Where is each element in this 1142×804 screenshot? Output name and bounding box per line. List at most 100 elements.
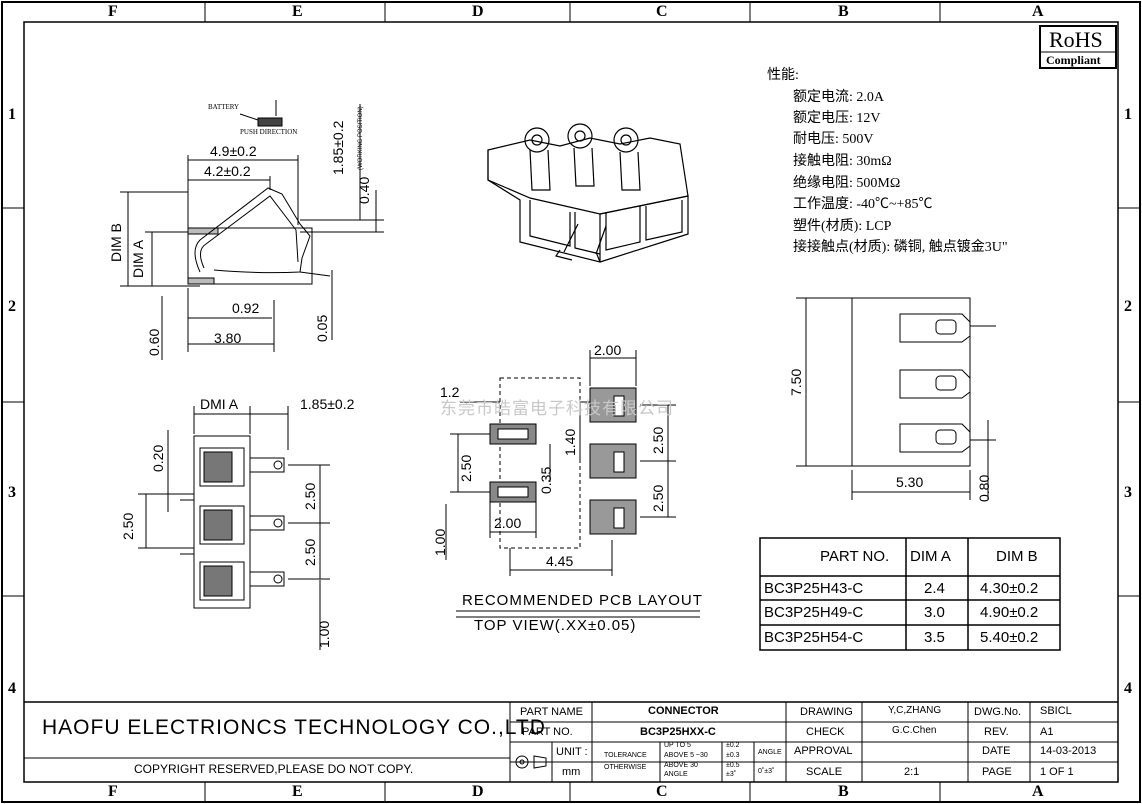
dim-label: 5.30 [896, 474, 924, 490]
spec-item: 额定电流: 2.0A [793, 90, 884, 105]
date-value: 14-03-2013 [1040, 745, 1097, 757]
table-header: DIM B [996, 548, 1038, 565]
dim-label: 4.2±0.2 [204, 163, 251, 179]
part-no-value: BC3P25HXX-C [640, 726, 716, 738]
check-value: G.C.Chen [892, 725, 937, 736]
dwg-no-label: DWG.No. [974, 706, 1022, 718]
dim-label: DMI A [200, 396, 239, 412]
table-header: DIM A [910, 548, 951, 565]
zone-col-f-bottom: F [108, 783, 118, 800]
zone-col-a-bottom: A [1032, 783, 1044, 800]
check-label: CHECK [806, 726, 845, 738]
zone-col-b-bottom: B [838, 783, 849, 800]
zone-row-3-right: 3 [1124, 484, 1132, 501]
dim-label: 1.40 [562, 428, 578, 456]
table-cell: 3.0 [924, 604, 945, 621]
rohs-compliant: Compliant [1046, 53, 1101, 67]
table-cell: 5.40±0.2 [980, 629, 1039, 646]
push-direction-label: PUSH DIRECTION [240, 128, 298, 136]
rohs-box [1039, 25, 1117, 69]
unit-value: mm [562, 766, 581, 778]
tol-range: UP TO 5 [664, 742, 691, 749]
spec-item: 额定电压: 12V [793, 111, 881, 126]
zone-col-e-bottom: E [292, 783, 303, 800]
dim-label: DIM B [108, 223, 124, 262]
tol-value: ±0.3 [726, 752, 740, 759]
table-cell: BC3P25H54-C [764, 629, 864, 646]
pcb-caption: RECOMMENDED PCB LAYOUT [462, 592, 703, 609]
dim-label: 2.00 [494, 515, 522, 531]
dwg-no-value: SBICL [1040, 705, 1072, 717]
dim-label: 2.50 [650, 484, 666, 512]
rev-value: A1 [1040, 726, 1054, 738]
parts-table [759, 537, 1061, 651]
watermark-text: 东莞市皓富电子科技有限公司 [440, 399, 674, 418]
spec-item: 绝缘电阻: 500MΩ [793, 176, 901, 191]
dim-label: 2.50 [302, 538, 318, 566]
zone-col-b: B [838, 3, 849, 20]
part-name-value: CONNECTOR [648, 705, 719, 717]
dim-label: 0.05 [314, 314, 330, 342]
drawing-value: Y,C,ZHANG [888, 705, 942, 716]
tolerance-label: TOLERANCE [604, 752, 647, 759]
tol-value: ±0.2 [726, 742, 740, 749]
table-cell: 3.5 [924, 629, 945, 646]
scale-value: 2:1 [904, 766, 920, 778]
isometric-view [487, 123, 689, 263]
zone-row-4: 4 [8, 680, 16, 697]
unit-label: UNIT : [556, 746, 588, 758]
dim-label: 0.92 [232, 300, 260, 316]
working-position-label: (WORKING POSITION) [358, 106, 364, 170]
dim-label: 1.85±0.2 [330, 120, 346, 175]
copyright-notice: COPYRIGHT RESERVED,PLEASE DO NOT COPY. [134, 762, 414, 776]
spec-item: 工作温度: -40℃~+85℃ [793, 197, 933, 212]
dim-label: 1.00 [316, 620, 332, 648]
zone-col-c: C [656, 3, 668, 20]
tol-value: ±3˚ [726, 771, 737, 778]
dim-label: 0.20 [150, 444, 166, 472]
dim-label: 1.00 [432, 528, 448, 556]
part-no-label: PART NO. [522, 726, 573, 738]
rev-label: REV. [984, 726, 1009, 738]
zone-row-2-right: 2 [1124, 298, 1132, 315]
dim-label: 2.50 [302, 482, 318, 510]
dim-label: 2.00 [594, 342, 622, 358]
table-header: PART NO. [820, 548, 890, 565]
angle-value: 0˚±3˚ [758, 768, 775, 775]
zone-row-2: 2 [8, 298, 16, 315]
dim-label: 4.9±0.2 [210, 143, 257, 159]
page-value: 1 OF 1 [1040, 766, 1074, 778]
specs-heading: 性能: [767, 68, 799, 83]
zone-col-d: D [472, 3, 484, 20]
spec-item: 塑件(材质): LCP [793, 219, 892, 234]
dim-label: 0.60 [146, 328, 162, 356]
pcb-layout [445, 350, 700, 618]
drawing-label: DRAWING [800, 706, 853, 718]
spec-item: 接触电阻: 30mΩ [793, 154, 892, 169]
zone-col-a: A [1032, 3, 1044, 20]
spec-item: 接接触点(材质): 磷铜, 触点镀金3U" [793, 240, 1008, 255]
table-cell: 4.30±0.2 [980, 580, 1039, 597]
battery-label: BATTERY [208, 103, 240, 111]
tol-range: ABOVE 5 ~30 [664, 752, 708, 759]
zone-col-e: E [292, 3, 303, 20]
right-side-view [796, 297, 996, 500]
dim-label: 2.50 [120, 512, 136, 540]
dim-label: 1.2 [440, 384, 460, 400]
side-view [120, 100, 384, 360]
table-cell: BC3P25H49-C [764, 604, 864, 621]
tol-range: ANGLE [664, 771, 688, 778]
approval-label: APPROVAL [794, 745, 853, 757]
dim-label: 2.50 [458, 454, 474, 482]
dim-label: 7.50 [788, 368, 804, 396]
table-cell: BC3P25H43-C [764, 580, 864, 597]
date-label: DATE [982, 745, 1011, 757]
angle-label: ANGLE [758, 749, 782, 756]
zone-row-3: 3 [8, 484, 16, 501]
spec-item: 耐电压: 500V [793, 132, 874, 147]
zone-row-1-right: 1 [1124, 106, 1132, 123]
tolerance-otherwise: OTHERWISE [604, 764, 647, 771]
tol-value: ±0.5 [726, 762, 740, 769]
scale-label: SCALE [806, 766, 843, 778]
dim-label: 2.50 [650, 426, 666, 454]
